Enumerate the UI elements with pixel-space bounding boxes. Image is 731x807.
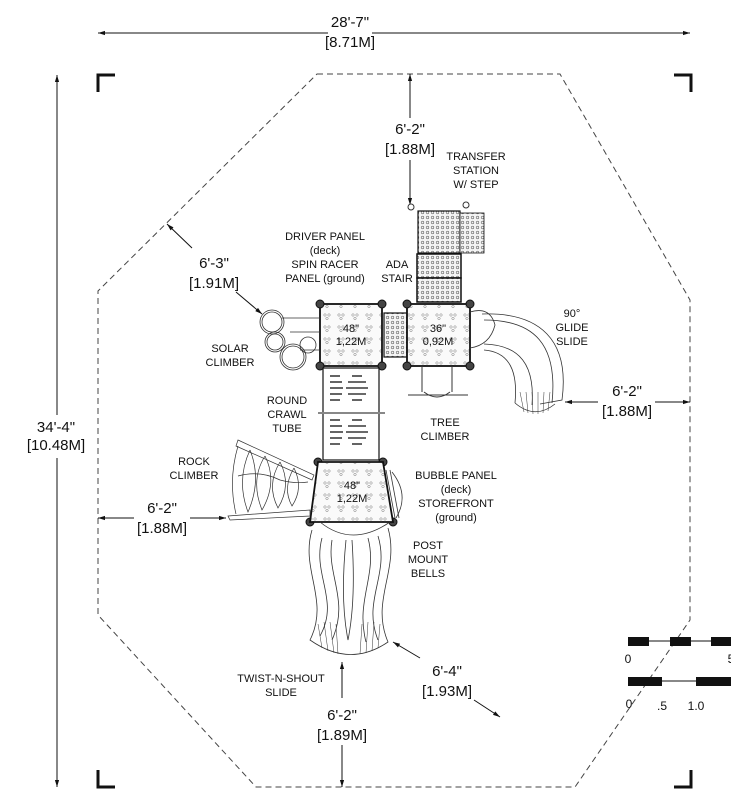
svg-text:STOREFRONT: STOREFRONT — [418, 498, 494, 510]
svg-text:CLIMBER: CLIMBER — [206, 357, 255, 369]
left-clearance-dimension: 6'-2" [1.88M] — [98, 500, 226, 537]
label-driver-panel: DRIVER PANEL (deck) SPIN RACER PANEL (gr… — [285, 231, 365, 285]
lower-deck-height-m: 1,22M — [337, 493, 368, 505]
top-clearance-imperial: 6'-2" — [395, 121, 425, 138]
overall-length-dimension: 34'-4" [10.48M] — [27, 75, 85, 787]
overall-width-metric: [8.71M] — [325, 34, 375, 51]
top-clearance-dimension: 6'-2" [1.88M] — [385, 74, 435, 205]
scale-meters-tick-half: .5 — [657, 699, 667, 713]
label-rock-climber: ROCK CLIMBER — [170, 456, 219, 482]
upper-left-deck-height-in: 48" — [343, 323, 359, 335]
svg-text:(ground): (ground) — [435, 512, 477, 524]
svg-text:(deck): (deck) — [441, 484, 472, 496]
scale-feet-tick-5: 5 — [728, 652, 731, 666]
svg-text:SLIDE: SLIDE — [265, 687, 297, 699]
lower-deck: 48" 1,22M — [308, 461, 395, 523]
label-round-crawl-tube: ROUND CRAWL TUBE — [267, 395, 307, 435]
label-glide-slide: 90° GLIDE SLIDE — [555, 308, 588, 348]
svg-text:TREE: TREE — [430, 417, 459, 429]
bottom-clearance-imperial: 6'-2" — [327, 707, 357, 724]
svg-text:PANEL (ground): PANEL (ground) — [285, 273, 364, 285]
use-zone-boundary — [97, 73, 691, 788]
svg-text:BUBBLE PANEL: BUBBLE PANEL — [415, 470, 497, 482]
upper-right-deck: 36" 0,92M — [406, 303, 471, 367]
tree-climber — [408, 366, 468, 398]
svg-text:GLIDE: GLIDE — [555, 322, 588, 334]
svg-text:BELLS: BELLS — [411, 568, 445, 580]
lower-deck-height-in: 48" — [344, 480, 360, 492]
twist-slide — [308, 521, 392, 655]
svg-text:MOUNT: MOUNT — [408, 554, 449, 566]
svg-text:TUBE: TUBE — [272, 423, 301, 435]
round-crawl-tube — [318, 367, 385, 461]
svg-text:90°: 90° — [564, 308, 581, 320]
right-clearance-dimension: 6'-2" [1.88M] — [565, 383, 690, 420]
svg-text:(deck): (deck) — [310, 245, 341, 257]
svg-text:SPIN RACER: SPIN RACER — [291, 259, 358, 271]
deck-connector — [383, 312, 408, 358]
scale-feet-tick-0: 0 — [625, 652, 632, 666]
label-transfer-station: TRANSFER STATION W/ STEP — [446, 151, 505, 191]
label-solar-climber: SOLAR CLIMBER — [206, 343, 255, 369]
upper-right-deck-height-m: 0,92M — [423, 336, 454, 348]
solar-climber — [259, 309, 320, 371]
label-tree-climber: TREE CLIMBER — [421, 417, 470, 443]
scale-bar-feet: 0 5 — [625, 637, 731, 666]
svg-text:CLIMBER: CLIMBER — [421, 431, 470, 443]
svg-text:TWIST-N-SHOUT: TWIST-N-SHOUT — [237, 673, 325, 685]
bottom-clearance-dimension: 6'-2" [1.89M] — [317, 662, 367, 787]
svg-text:W/ STEP: W/ STEP — [453, 179, 498, 191]
label-ada-stair: ADA STAIR — [381, 259, 413, 285]
bottom-clearance-metric: [1.89M] — [317, 727, 367, 744]
upper-right-deck-height-in: 36" — [430, 323, 446, 335]
svg-text:POST: POST — [413, 540, 443, 552]
label-post-mount-bells: POST MOUNT BELLS — [408, 540, 449, 580]
left-clearance-imperial: 6'-2" — [147, 500, 177, 517]
label-bubble-panel: BUBBLE PANEL (deck) STOREFRONT (ground) — [415, 470, 497, 524]
upper-left-clearance-metric: [1.91M] — [189, 275, 239, 292]
top-clearance-metric: [1.88M] — [385, 141, 435, 158]
svg-text:SOLAR: SOLAR — [211, 343, 248, 355]
svg-text:TRANSFER: TRANSFER — [446, 151, 505, 163]
svg-text:ROUND: ROUND — [267, 395, 307, 407]
svg-text:SLIDE: SLIDE — [556, 336, 588, 348]
scale-bar-meters: 0 .5 1.0 — [626, 677, 731, 713]
upper-left-deck: 48" 1,22M — [319, 303, 383, 367]
svg-text:CRAWL: CRAWL — [267, 409, 306, 421]
ada-stair — [416, 253, 462, 303]
left-clearance-metric: [1.88M] — [137, 520, 187, 537]
bubble-panel — [385, 469, 403, 519]
upper-left-clearance-dimension: 6'-3" [1.91M] — [166, 223, 263, 315]
glide-slide — [469, 310, 564, 415]
lower-right-clearance-dimension: 6'-4" [1.93M] — [392, 641, 501, 718]
right-clearance-imperial: 6'-2" — [612, 383, 642, 400]
label-twist-slide: TWIST-N-SHOUT SLIDE — [237, 673, 325, 699]
svg-text:CLIMBER: CLIMBER — [170, 470, 219, 482]
overall-width-imperial: 28'-7" — [331, 14, 369, 31]
upper-left-clearance-imperial: 6'-3" — [199, 255, 229, 272]
upper-left-deck-height-m: 1,22M — [336, 336, 367, 348]
rock-climber — [227, 439, 315, 521]
overall-length-metric: [10.48M] — [27, 437, 85, 454]
overall-width-dimension: 28'-7" [8.71M] — [98, 14, 690, 51]
svg-text:STAIR: STAIR — [381, 273, 413, 285]
overall-length-imperial: 34'-4" — [37, 419, 75, 436]
right-clearance-metric: [1.88M] — [602, 403, 652, 420]
svg-text:STATION: STATION — [453, 165, 499, 177]
scale-meters-tick-one: 1.0 — [688, 699, 705, 713]
transfer-station — [407, 201, 485, 254]
svg-text:ADA: ADA — [386, 259, 409, 271]
lower-right-clearance-metric: [1.93M] — [422, 683, 472, 700]
corner-marks — [96, 73, 693, 789]
svg-text:DRIVER PANEL: DRIVER PANEL — [285, 231, 365, 243]
svg-text:ROCK: ROCK — [178, 456, 210, 468]
lower-right-clearance-imperial: 6'-4" — [432, 663, 462, 680]
scale-meters-tick-0: 0 — [626, 697, 633, 711]
